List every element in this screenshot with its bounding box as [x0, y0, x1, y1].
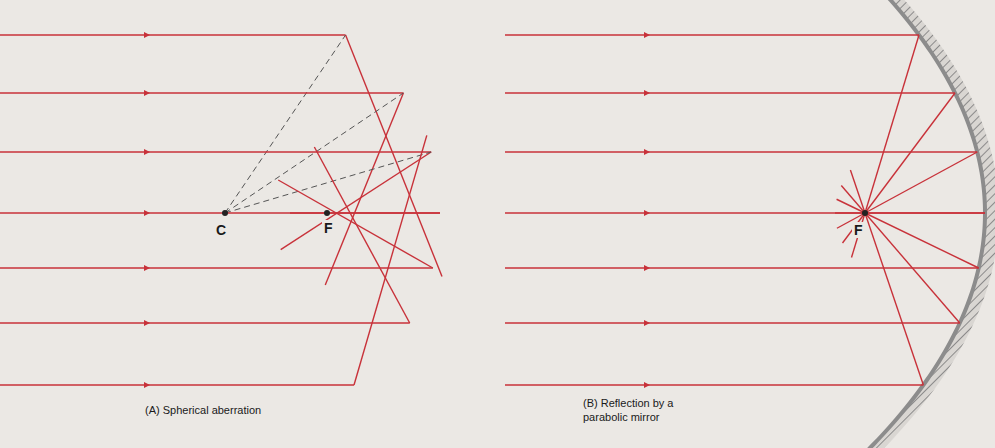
incident-ray — [505, 267, 979, 269]
ray-arrow — [144, 90, 150, 96]
figure-caption: (A) Spherical aberration — [145, 403, 365, 417]
focal-point — [324, 210, 330, 216]
ray-arrow — [144, 265, 150, 271]
reflected-ray — [852, 35, 919, 258]
incident-ray — [0, 34, 346, 36]
ray-arrow — [644, 149, 650, 155]
ray-arrow — [144, 320, 150, 326]
point-label: C — [214, 222, 228, 238]
incident-ray — [0, 212, 440, 214]
reflected-ray — [837, 152, 977, 228]
incident-ray — [505, 384, 923, 386]
ray-arrow — [644, 382, 650, 388]
incident-ray — [0, 267, 433, 269]
incident-ray — [505, 322, 960, 324]
center-point — [222, 210, 228, 216]
ray-arrow — [144, 32, 150, 38]
incident-ray — [505, 92, 955, 94]
incident-ray — [505, 151, 977, 153]
ray-arrow — [144, 149, 150, 155]
reflected-ray — [346, 35, 442, 276]
ray-arrow — [644, 265, 650, 271]
point-label: F — [322, 220, 335, 236]
figure-caption: (B) Reflection by a parabolic mirror — [583, 396, 693, 424]
ray-arrow — [144, 210, 150, 216]
reflected-ray — [314, 147, 409, 323]
ray-arrow — [644, 90, 650, 96]
reflected-ray — [281, 152, 431, 250]
incident-ray — [0, 384, 354, 386]
ray-arrow — [644, 32, 650, 38]
normal-line — [225, 93, 403, 213]
reflected-ray — [837, 199, 979, 268]
normal-line — [225, 35, 346, 213]
ray-arrow — [144, 382, 150, 388]
parabolic-mirror — [866, 0, 995, 448]
reflected-ray — [841, 186, 959, 324]
reflected-ray — [354, 135, 427, 385]
incident-ray — [505, 34, 919, 36]
incident-ray — [0, 322, 410, 324]
incident-ray — [0, 92, 403, 94]
focal-point — [862, 210, 868, 216]
reflected-ray — [290, 212, 440, 213]
point-label: F — [852, 222, 865, 238]
normal-line — [225, 152, 431, 213]
reflected-ray — [843, 93, 956, 243]
ray-arrow — [644, 320, 650, 326]
ray-arrow — [644, 210, 650, 216]
reflected-ray — [850, 170, 923, 385]
mirror-surface — [866, 0, 985, 448]
incident-ray — [505, 212, 985, 214]
reflected-ray — [835, 212, 985, 213]
incident-ray — [0, 151, 431, 153]
